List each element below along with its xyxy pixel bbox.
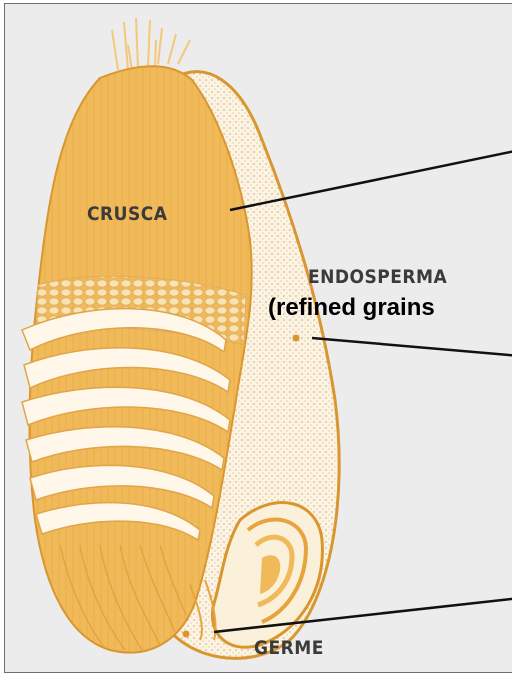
label-endosperm-note: (refined grains [268, 294, 435, 322]
endosperm-marker [293, 335, 300, 342]
label-germ: GERME [254, 637, 324, 659]
leader-line-endosperm [312, 338, 512, 356]
label-endosperm: ENDOSPERMA [308, 266, 447, 288]
brush-hairs [112, 18, 190, 70]
label-bran: CRUSCA [87, 203, 167, 225]
